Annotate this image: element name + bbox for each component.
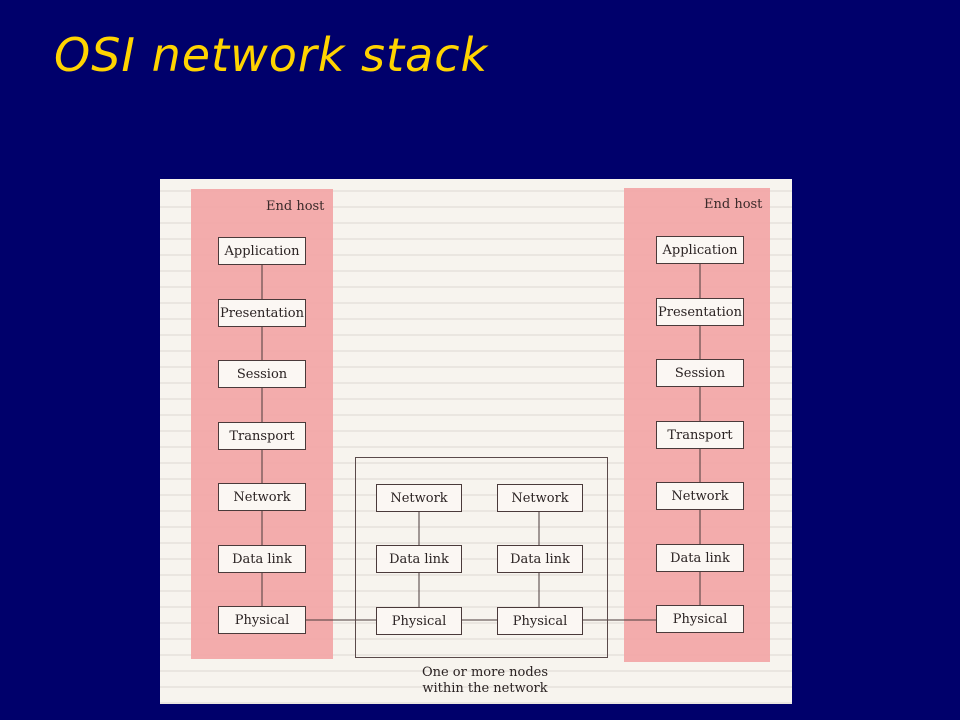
left-end-host-label: End host xyxy=(266,199,325,214)
right-layer-session: Session xyxy=(656,359,744,387)
network-caption: One or more nodes within the network xyxy=(365,665,605,697)
node1-network: Network xyxy=(376,484,462,512)
right-layer-transport: Transport xyxy=(656,421,744,449)
left-layer-data-link: Data link xyxy=(218,545,306,573)
slide-title: OSI network stack xyxy=(54,28,489,82)
left-layer-presentation: Presentation xyxy=(218,299,306,327)
network-nodes-box xyxy=(355,457,608,658)
left-layer-network: Network xyxy=(218,483,306,511)
node2-physical: Physical xyxy=(497,607,583,635)
right-end-host-label: End host xyxy=(704,197,763,212)
network-caption-line2: within the network xyxy=(422,681,548,696)
left-layer-application: Application xyxy=(218,237,306,265)
right-layer-data-link: Data link xyxy=(656,544,744,572)
node1-physical: Physical xyxy=(376,607,462,635)
right-layer-presentation: Presentation xyxy=(656,298,744,326)
left-layer-session: Session xyxy=(218,360,306,388)
right-layer-network: Network xyxy=(656,482,744,510)
node2-data-link: Data link xyxy=(497,545,583,573)
right-layer-application: Application xyxy=(656,236,744,264)
osi-diagram: End host End host Application Presentati… xyxy=(160,179,792,704)
node1-data-link: Data link xyxy=(376,545,462,573)
network-caption-line1: One or more nodes xyxy=(421,665,549,680)
left-layer-physical: Physical xyxy=(218,606,306,634)
right-layer-physical: Physical xyxy=(656,605,744,633)
left-layer-transport: Transport xyxy=(218,422,306,450)
node2-network: Network xyxy=(497,484,583,512)
